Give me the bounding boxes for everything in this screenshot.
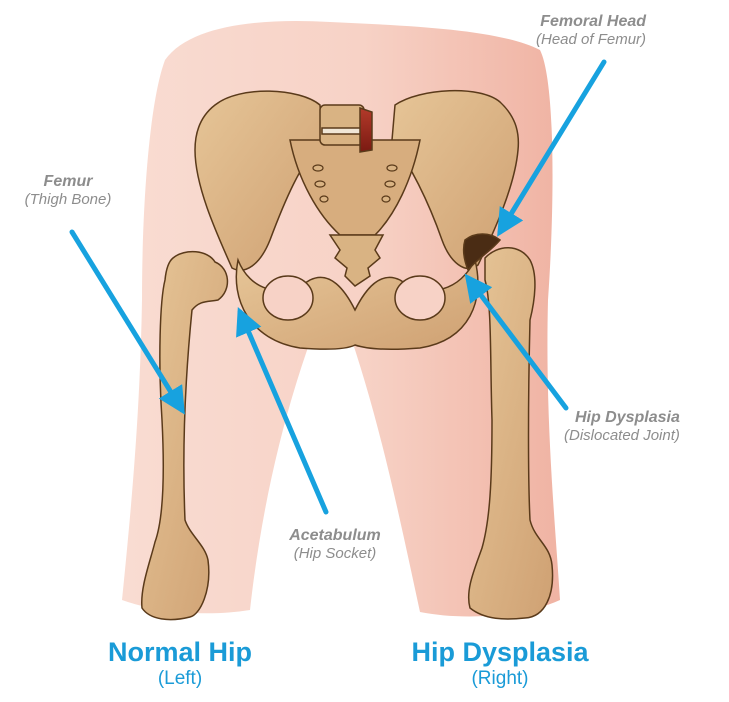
label-title: Hip Dysplasia — [564, 408, 680, 427]
label-acetabulum: Acetabulum (Hip Socket) — [270, 526, 400, 563]
label-title: Acetabulum — [270, 526, 400, 545]
label-title: Femur — [8, 172, 128, 191]
label-femur: Femur (Thigh Bone) — [8, 172, 128, 209]
caption-title: Normal Hip — [80, 638, 280, 668]
caption-title: Hip Dysplasia — [385, 638, 615, 668]
label-subtitle: (Hip Socket) — [270, 545, 400, 563]
label-subtitle: (Dislocated Joint) — [564, 427, 680, 445]
caption-normal-hip: Normal Hip (Left) — [80, 638, 280, 690]
label-subtitle: (Thigh Bone) — [8, 191, 128, 209]
lumbar-vertebrae — [320, 105, 372, 152]
label-title: Femoral Head — [536, 12, 646, 31]
caption-hip-dysplasia: Hip Dysplasia (Right) — [385, 638, 615, 690]
caption-subtitle: (Right) — [385, 668, 615, 691]
label-hip-dysplasia: Hip Dysplasia (Dislocated Joint) — [564, 408, 680, 445]
label-femoral-head: Femoral Head (Head of Femur) — [536, 12, 646, 49]
caption-subtitle: (Left) — [80, 668, 280, 691]
label-subtitle: (Head of Femur) — [536, 31, 646, 49]
